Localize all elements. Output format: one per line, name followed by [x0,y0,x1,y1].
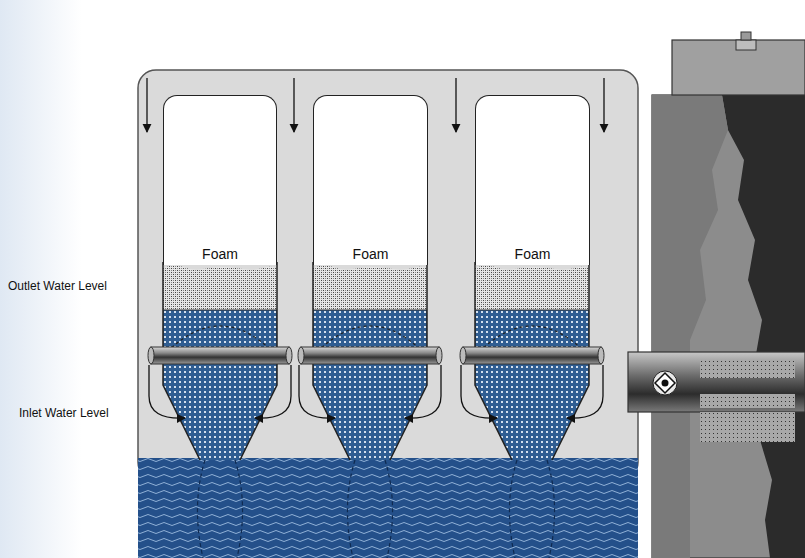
vessel-box: Foam [313,95,428,265]
vessel-body [148,262,292,558]
vessel-label: Foam [164,246,276,262]
vessel-body [460,262,604,558]
vessel-label: Foam [476,246,589,262]
pipe-section [628,32,805,558]
inlet-water [138,458,638,558]
vessel-box: Foam [163,95,277,265]
vessel-label: Foam [314,246,427,262]
vessel-box: Foam [475,95,590,265]
water-level-label: Outlet Water Level [8,279,107,293]
water-level-label: Inlet Water Level [19,406,109,420]
vessel-body [298,262,442,558]
